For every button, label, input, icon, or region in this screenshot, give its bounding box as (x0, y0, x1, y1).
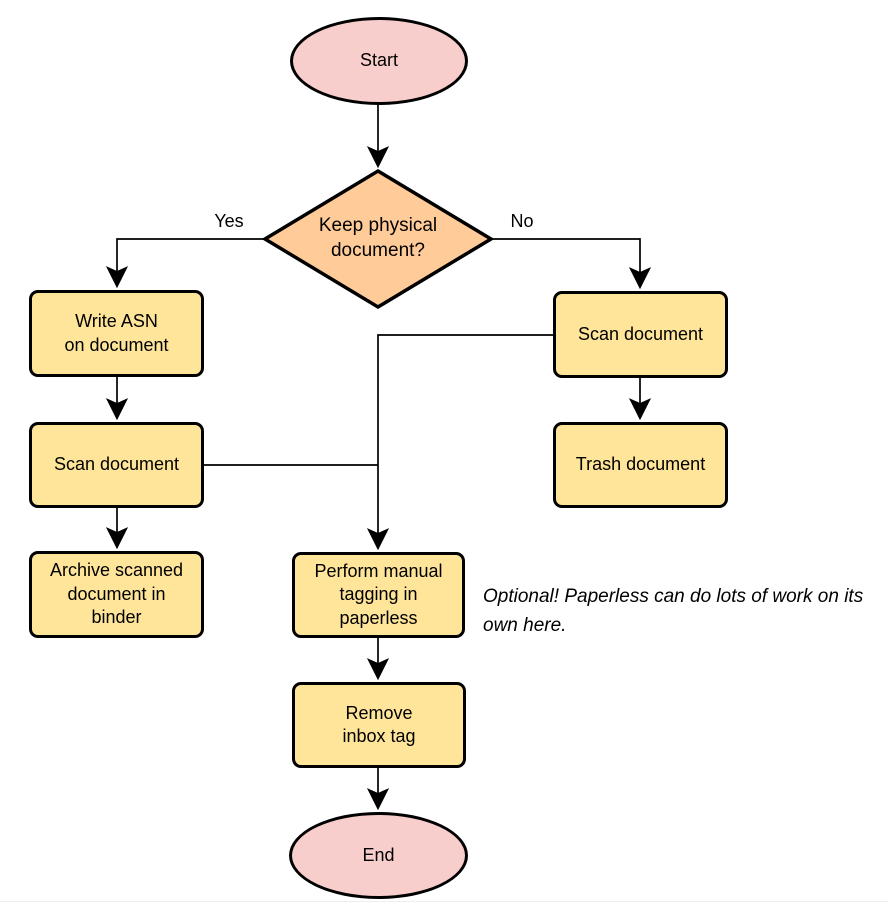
node-start-label: Start (359, 50, 398, 71)
node-write-asn-label: Write ASN on document (64, 311, 169, 355)
node-trash-label: Trash document (575, 454, 706, 475)
node-scan-left-label: Scan document (53, 454, 180, 475)
node-end-label: End (362, 844, 395, 865)
node-archive-binder: Archive scanned document in binder (29, 551, 204, 638)
edge-decision-no (492, 238, 652, 290)
node-end: End (289, 812, 468, 899)
edge-label-yes: Yes (214, 211, 244, 231)
bottom-divider (0, 901, 888, 902)
node-tagging-label: Perform manual tagging in paperless (314, 560, 443, 628)
edge-scanright-to-tagging (366, 334, 553, 551)
decision-diamond-shape (261, 168, 495, 310)
node-write-asn: Write ASN on document (29, 290, 204, 377)
node-manual-tagging: Perform manual tagging in paperless (292, 552, 465, 638)
node-trash-document: Trash document (553, 422, 728, 508)
node-archive-label: Archive scanned document in binder (49, 560, 184, 628)
edge-decision-yes (105, 238, 264, 289)
node-scan-document-right: Scan document (553, 291, 728, 378)
node-start: Start (290, 17, 468, 105)
node-remove-tag-label: Remove inbox tag (342, 702, 416, 746)
node-scan-document-left: Scan document (29, 422, 204, 508)
annotation-optional-note: Optional! Paperless can do lots of work … (483, 586, 864, 637)
edge-label-no: No (510, 211, 534, 231)
node-scan-right-label: Scan document (577, 323, 704, 344)
node-remove-inbox-tag: Remove inbox tag (292, 682, 466, 768)
